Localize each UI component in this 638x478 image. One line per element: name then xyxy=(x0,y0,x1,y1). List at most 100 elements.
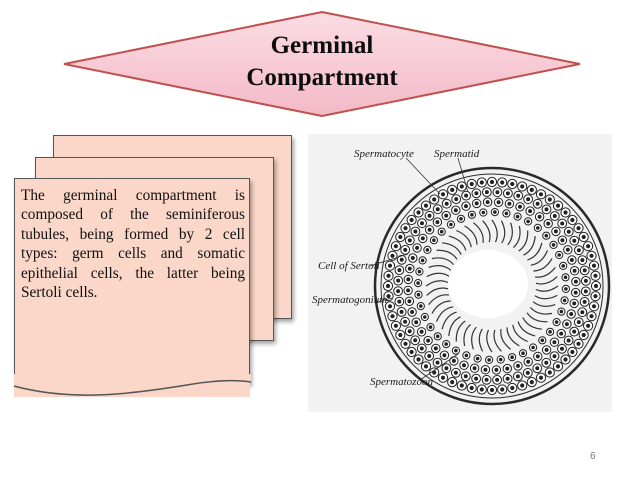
sperm-tail xyxy=(464,225,478,245)
cell-nucleus xyxy=(454,197,459,202)
title-banner: Germinal Compartment xyxy=(58,8,586,120)
cell-nucleus xyxy=(586,323,591,328)
cell-nucleus xyxy=(572,301,577,306)
cell-nucleus xyxy=(544,207,549,212)
cell-nucleus xyxy=(531,345,535,350)
cell-nucleus xyxy=(560,221,565,226)
cell-nucleus xyxy=(407,299,412,304)
cell-nucleus xyxy=(563,357,568,362)
label-spermatid: Spermatid xyxy=(434,148,480,160)
cell-nucleus xyxy=(423,364,429,369)
cell-nucleus xyxy=(569,258,574,262)
cell-nucleus xyxy=(397,268,402,273)
cell-nucleus xyxy=(505,366,510,371)
cell-nucleus xyxy=(435,207,440,212)
cell-nucleus xyxy=(500,180,505,185)
cell-nucleus xyxy=(580,310,585,315)
sperm-tail xyxy=(530,250,549,266)
cell-nucleus xyxy=(419,346,424,351)
cell-nucleus xyxy=(479,387,484,392)
cell-nucleus xyxy=(463,374,468,379)
cell-nucleus xyxy=(521,351,525,355)
cell-nucleus xyxy=(591,304,597,309)
cell-nucleus xyxy=(496,200,501,205)
cell-nucleus xyxy=(529,187,534,193)
cell-nucleus xyxy=(507,201,512,206)
cell-nucleus xyxy=(432,197,437,202)
sperm-tail xyxy=(441,311,457,330)
cell-nucleus xyxy=(414,320,419,325)
cell-nucleus xyxy=(413,338,418,343)
cell-nucleus xyxy=(450,380,455,385)
cell-nucleus xyxy=(593,283,599,289)
cell-nucleus xyxy=(561,264,565,268)
cell-nucleus xyxy=(552,354,557,359)
cell-nucleus xyxy=(403,226,408,231)
cell-nucleus xyxy=(572,238,577,243)
cell-nucleus xyxy=(387,263,393,268)
cell-nucleus xyxy=(416,281,420,285)
cell-nucleus xyxy=(409,349,414,355)
cell-nucleus xyxy=(495,190,500,195)
cell-nucleus xyxy=(420,236,425,241)
sperm-tail xyxy=(463,323,472,347)
cell-nucleus xyxy=(396,289,401,294)
cell-nucleus xyxy=(407,238,412,243)
cell-nucleus xyxy=(540,338,545,343)
sperm-tail xyxy=(493,329,502,352)
cell-nucleus xyxy=(416,357,421,362)
cell-nucleus xyxy=(569,312,574,316)
cell-nucleus xyxy=(464,353,469,358)
cell-nucleus xyxy=(428,325,433,329)
cell-nucleus xyxy=(398,332,403,338)
cell-nucleus xyxy=(459,217,463,221)
card-wavy-edge xyxy=(13,374,252,396)
cell-nucleus xyxy=(444,213,449,218)
cell-nucleus xyxy=(475,356,480,361)
cell-nucleus xyxy=(544,347,549,352)
cell-nucleus xyxy=(593,294,598,299)
cell-nucleus xyxy=(560,238,565,243)
sperm-tail xyxy=(535,276,558,285)
cell-nucleus xyxy=(397,299,402,304)
cell-nucleus xyxy=(591,263,597,268)
sperm-tail xyxy=(482,220,491,243)
cell-nucleus xyxy=(393,323,399,328)
sperm-tail xyxy=(522,317,542,330)
cell-nucleus xyxy=(505,376,510,381)
sperm-tail xyxy=(533,258,553,272)
sperm-tail xyxy=(456,229,472,248)
sperm-tail xyxy=(426,272,450,278)
cell-nucleus xyxy=(399,257,404,262)
cell-nucleus xyxy=(535,201,540,206)
cell-nucleus xyxy=(547,197,552,202)
sperm-tail xyxy=(534,294,558,300)
cell-nucleus xyxy=(483,367,488,372)
sperm-tail xyxy=(535,285,559,292)
sperm-tail xyxy=(436,249,458,260)
cell-nucleus xyxy=(453,370,458,375)
tubule-drawing xyxy=(369,157,611,406)
cell-nucleus xyxy=(515,374,520,379)
cell-nucleus xyxy=(427,213,432,218)
cell-nucleus xyxy=(459,383,464,388)
cell-nucleus xyxy=(553,229,558,234)
sperm-tail xyxy=(529,306,553,315)
cell-nucleus xyxy=(529,380,534,385)
cell-nucleus xyxy=(573,290,578,295)
cell-nucleus xyxy=(416,292,421,297)
cell-nucleus xyxy=(386,273,391,278)
sperm-tail xyxy=(426,287,449,296)
card-body-text: The germinal compartment is composed of … xyxy=(21,187,245,302)
cell-nucleus xyxy=(469,181,474,187)
cell-nucleus xyxy=(416,210,421,215)
cell-nucleus xyxy=(440,375,446,380)
cell-nucleus xyxy=(454,348,458,353)
sperm-tail xyxy=(478,328,484,352)
cell-nucleus xyxy=(566,338,571,343)
cell-nucleus xyxy=(552,340,557,345)
sperm-tail xyxy=(471,326,477,350)
sperm-tail xyxy=(431,300,451,314)
cell-nucleus xyxy=(589,253,594,258)
cell-nucleus xyxy=(583,278,588,283)
